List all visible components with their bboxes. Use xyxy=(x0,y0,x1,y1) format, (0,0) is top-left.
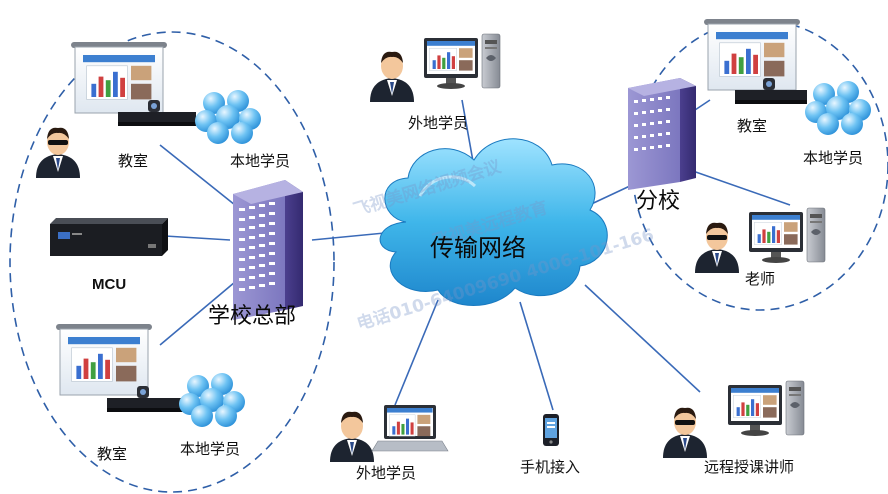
remote-student-laptop xyxy=(371,405,449,452)
teacher-avatar-right xyxy=(695,223,739,273)
connection-lines xyxy=(159,99,791,411)
local-students-icon-bottom-left xyxy=(179,373,245,427)
transmission-network-cloud xyxy=(379,138,608,306)
classroom-label-bottom-left: 教室 xyxy=(97,445,128,463)
mcu-label: MCU xyxy=(92,276,127,293)
classroom-label-top-left: 教室 xyxy=(118,152,149,170)
mcu-device xyxy=(50,218,168,256)
left-group-ellipse xyxy=(9,31,335,493)
local-students-label-bottom-left: 本地学员 xyxy=(180,440,241,458)
remote-student-desktop-top xyxy=(424,34,500,89)
remote-student-avatar-bottom xyxy=(330,411,374,462)
classroom-projector-bottom-left xyxy=(56,324,152,395)
classroom-label-right: 教室 xyxy=(737,117,768,135)
video-terminal-bottom-left xyxy=(107,386,185,412)
branch-building xyxy=(628,78,696,190)
local-students-icon-right xyxy=(805,81,871,135)
classroom-projector-right xyxy=(704,19,800,90)
remote-student-label-bottom: 外地学员 xyxy=(356,464,417,482)
teacher-label-right: 老师 xyxy=(745,270,776,288)
remote-lecturer-label: 远程授课讲师 xyxy=(704,458,795,476)
video-terminal-top-left xyxy=(118,100,196,126)
right-group-ellipse xyxy=(631,19,888,311)
cloud-label: 传输网络 xyxy=(430,234,526,262)
remote-student-avatar-top xyxy=(370,51,414,102)
branch-label: 分校 xyxy=(636,189,681,214)
remote-lecturer-avatar xyxy=(663,408,707,458)
local-students-label-top-left: 本地学员 xyxy=(230,152,291,170)
hq-label: 学校总部 xyxy=(208,304,297,329)
video-terminal-right xyxy=(735,78,807,104)
hq-building xyxy=(233,180,303,320)
teacher-avatar-left xyxy=(36,128,80,178)
remote-student-label-top: 外地学员 xyxy=(408,114,469,132)
local-students-label-right: 本地学员 xyxy=(803,149,864,167)
mobile-phone-icon xyxy=(543,414,559,446)
teacher-desktop-right xyxy=(749,208,825,263)
mobile-access-label: 手机接入 xyxy=(520,458,581,476)
local-students-icon-top-left xyxy=(195,90,261,144)
remote-lecturer-desktop xyxy=(728,381,804,436)
